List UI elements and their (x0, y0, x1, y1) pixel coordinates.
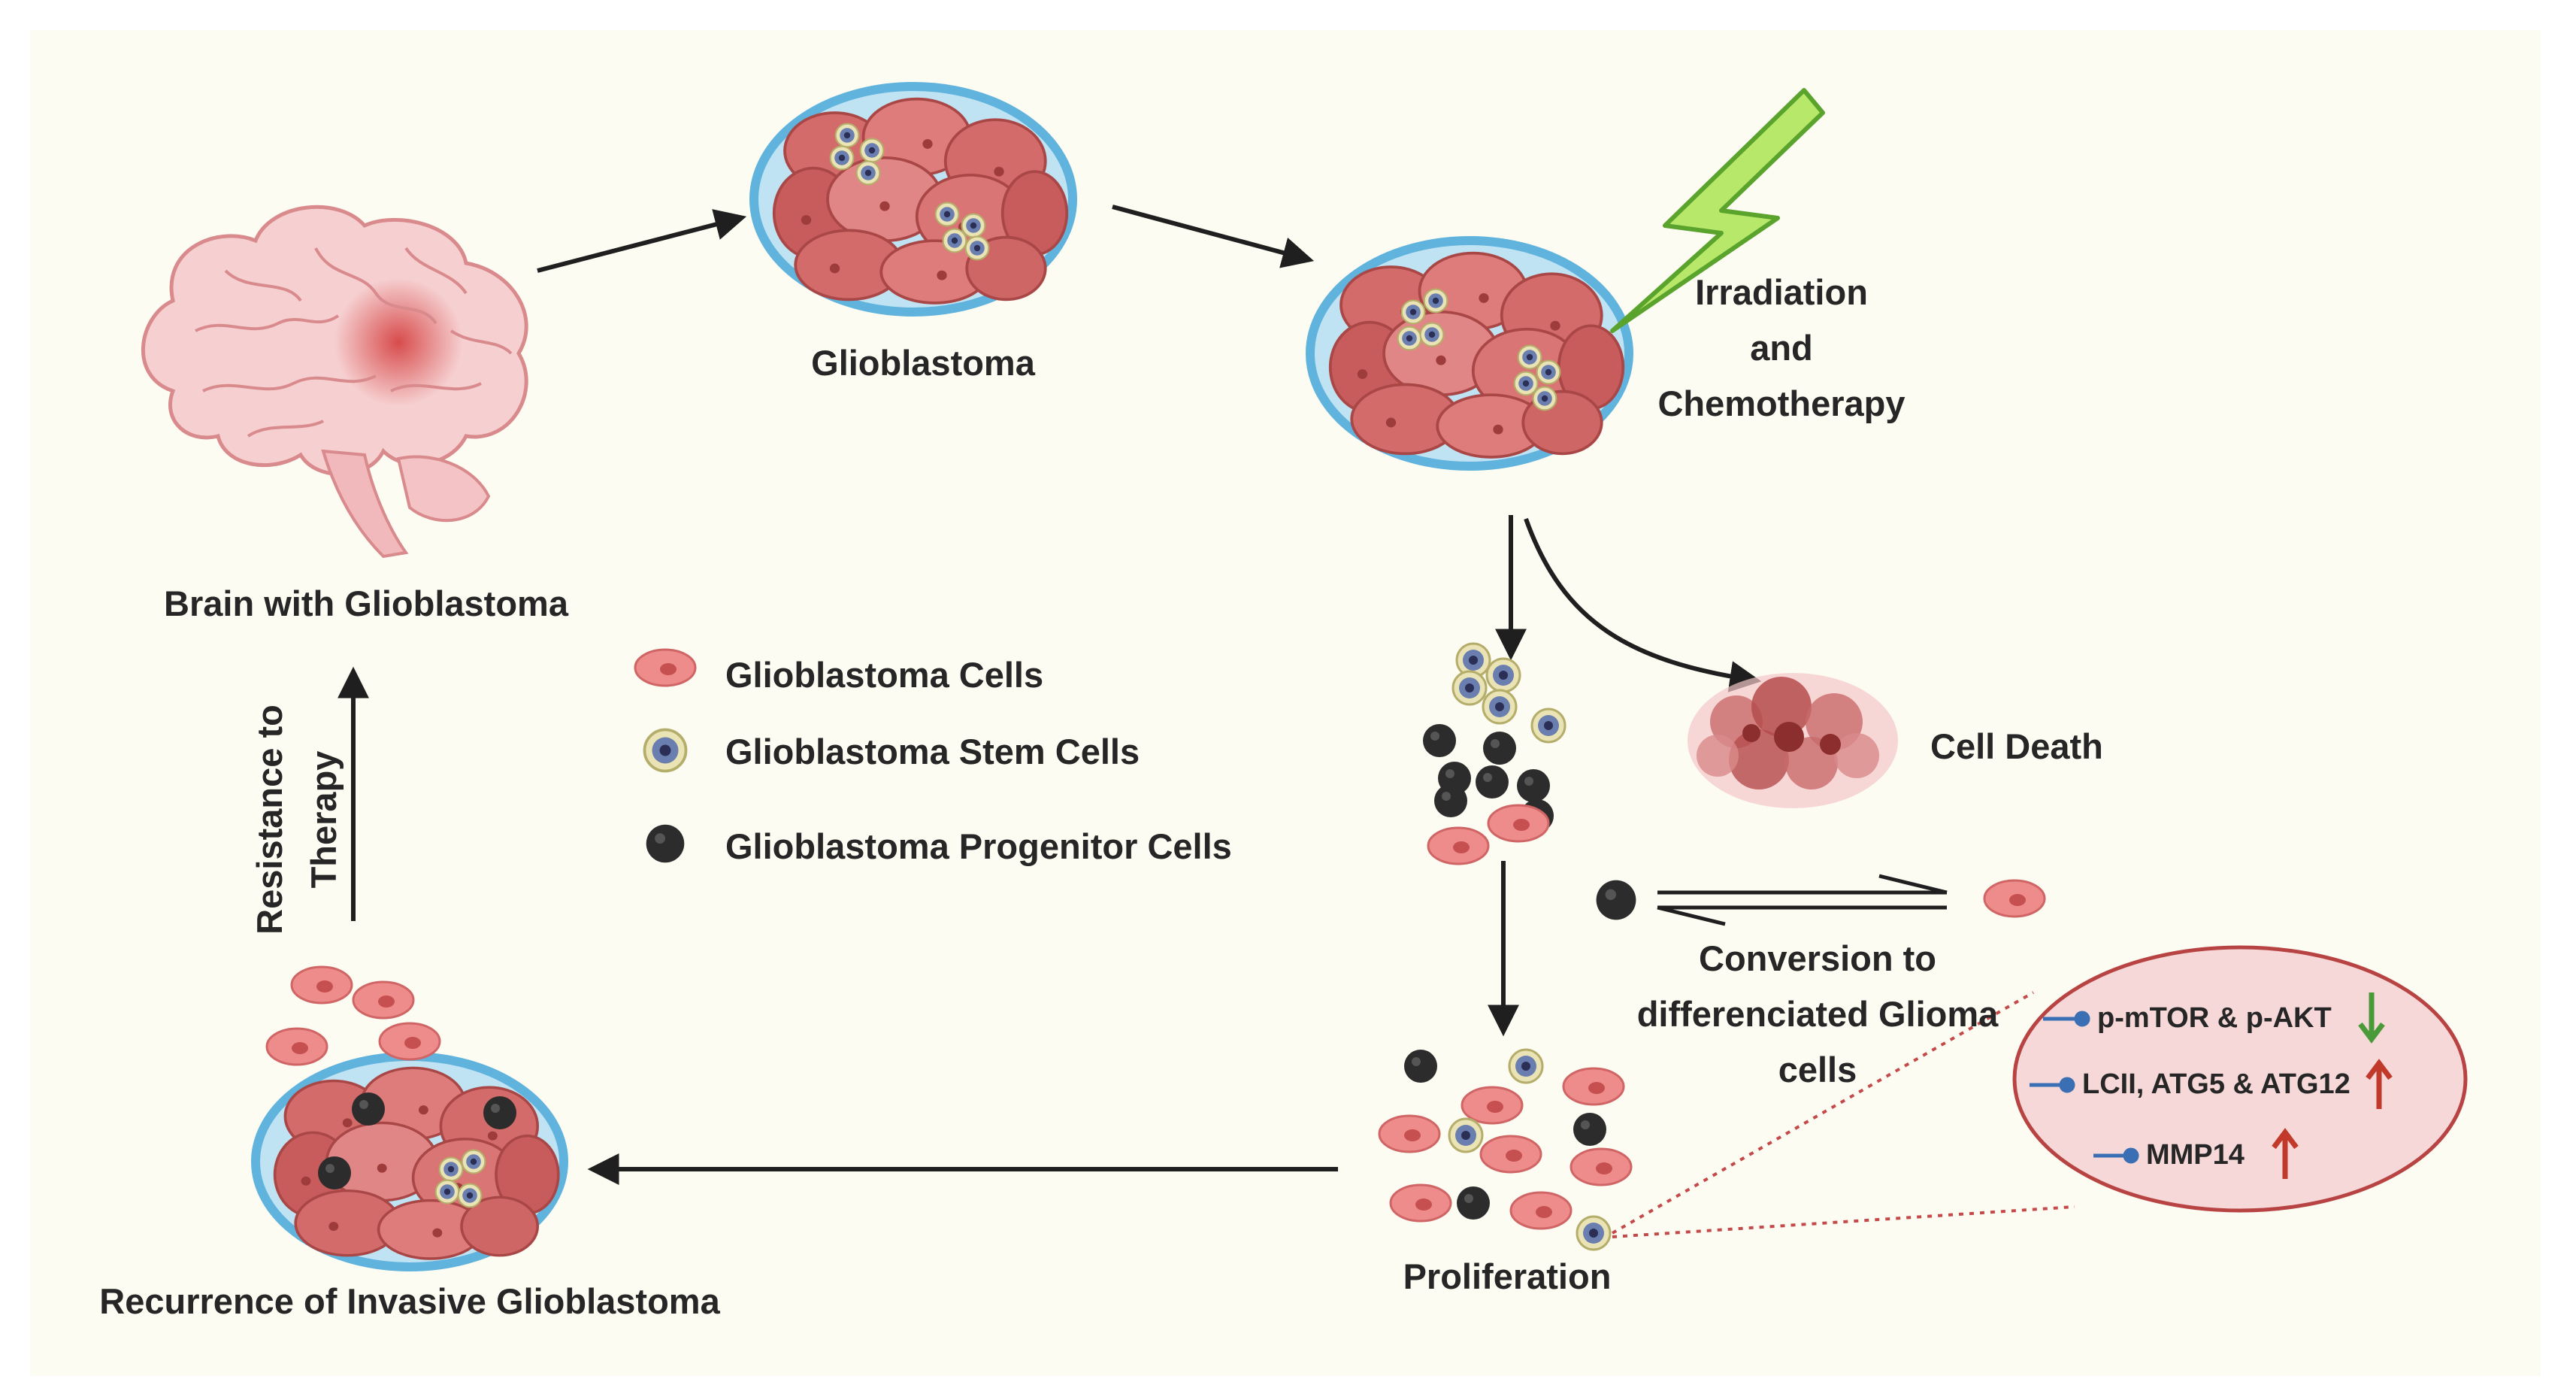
marker-connector (1612, 991, 2075, 1238)
escaping-cells (265, 965, 441, 1066)
marker-label-mmp14: MMP14 (2146, 1139, 2245, 1171)
pink-cell-icon (634, 648, 697, 687)
legend-label-cells: Glioblastoma Cells (725, 655, 1044, 695)
recurrence-label: Recurrence of Invasive Glioblastoma (99, 1281, 720, 1321)
conversion-line-3: cells (1778, 1050, 1857, 1089)
inhibitor-icons (2030, 1011, 2139, 1164)
glioblastoma-dish (749, 82, 1077, 317)
flow-arrows (338, 205, 1762, 1185)
irradiation-line-2: and (1750, 328, 1813, 368)
glioblastoma-label: Glioblastoma (811, 343, 1035, 383)
stem-cell-icon (643, 728, 688, 773)
resistance-label: Resistance to Therapy (243, 705, 351, 935)
marker-label-lcii: LCII, ATG5 & ATG12 (2082, 1068, 2350, 1100)
brain-label: Brain with Glioblastoma (164, 583, 568, 623)
treated-cell-cluster (1423, 642, 1566, 865)
irradiation-line-1: Irradiation (1695, 272, 1868, 312)
resistance-line-1: Resistance to (250, 705, 289, 935)
differentiated-cell-icon (1983, 879, 2046, 918)
legend-label-progenitor-cells: Glioblastoma Progenitor Cells (725, 826, 1232, 866)
resistance-line-2: Therapy (304, 750, 344, 889)
marker-label-mtor: p-mTOR & p-AKT (2097, 1002, 2332, 1034)
cell-death-label: Cell Death (1930, 726, 2103, 766)
cell-death-cluster (1688, 673, 1898, 808)
conversion-line-2: differenciated Glioma (1636, 994, 1999, 1034)
conversion-label: Conversion to differenciated Glioma cell… (1637, 931, 1999, 1098)
proliferation-cluster (1378, 1048, 1633, 1251)
recurrence-dish (251, 1052, 568, 1271)
equilibrium-arrows (1657, 874, 1948, 926)
irradiation-line-3: Chemotherapy (1657, 383, 1906, 423)
proliferation-label: Proliferation (1403, 1256, 1612, 1296)
treated-dish (1306, 236, 1633, 471)
conversion-line-1: Conversion to (1699, 938, 1936, 978)
lightning-icon (1610, 88, 1825, 333)
regulation-arrows (2272, 992, 2393, 1179)
marker-bubble (2012, 945, 2468, 1213)
legend-label-stem-cells: Glioblastoma Stem Cells (725, 732, 1140, 771)
progenitor-conversion-icon (1596, 880, 1636, 920)
progenitor-cell-icon (646, 824, 685, 863)
brain-illustration (141, 205, 528, 559)
irradiation-label: Irradiation and Chemotherapy (1657, 265, 1905, 432)
